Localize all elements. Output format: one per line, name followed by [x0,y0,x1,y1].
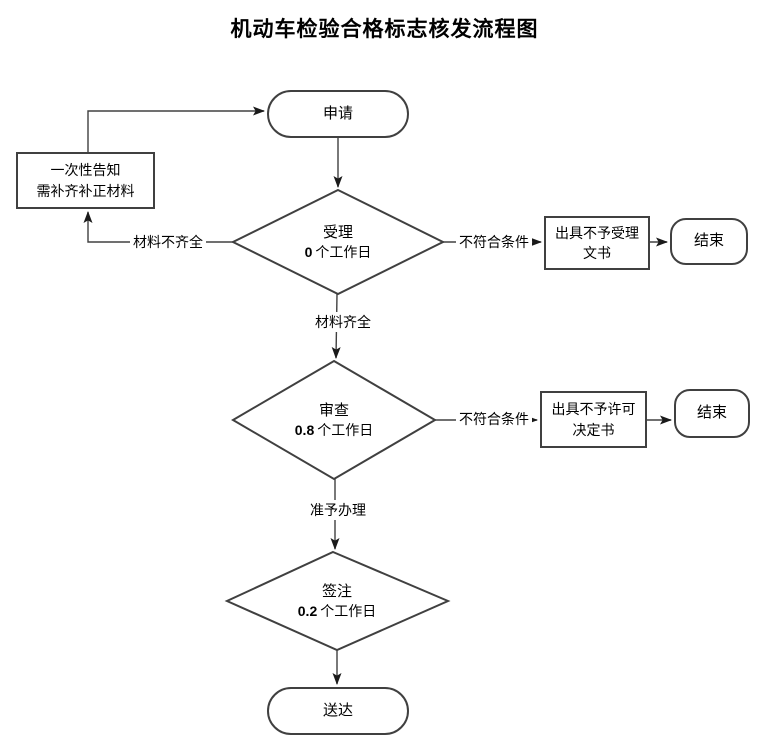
edge-label-materials-incomplete: 材料不齐全 [130,232,206,252]
edge-label-not-qualified-2: 不符合条件 [456,409,532,429]
end2-label: 结束 [696,404,727,422]
reject-permit-doc-node: 出具不予许可 决定书 [540,391,647,448]
deliver-node: 送达 [267,687,409,735]
edge-label-approved: 准予办理 [307,500,369,520]
notice-line1: 一次性告知 [50,162,121,179]
reject-permit-doc-line1: 出具不予许可 [551,401,636,418]
apply-node: 申请 [267,90,409,138]
end1-label: 结束 [693,232,724,250]
notice-node: 一次性告知 需补齐补正材料 [16,152,155,209]
page-title: 机动车检验合格标志核发流程图 [230,18,539,41]
end1-node: 结束 [670,218,748,265]
deliver-label: 送达 [322,701,353,719]
edge-notice-to-apply [87,106,265,152]
endorse-diamond-shape [224,550,451,652]
reject-accept-doc-line2: 文书 [583,245,611,261]
apply-label: 申请 [322,104,353,122]
notice-line2: 需补齐补正材料 [36,182,135,199]
end2-node: 结束 [674,389,750,438]
reject-accept-doc-node: 出具不予受理 文书 [544,216,650,270]
edge-label-not-qualified-1: 不符合条件 [456,232,532,252]
reject-accept-doc-line1: 出具不予受理 [555,224,639,241]
reject-permit-doc-line2: 决定书 [572,421,615,438]
accept-diamond-shape [230,188,446,296]
edge-label-materials-complete: 材料齐全 [312,312,374,332]
review-diamond-shape [231,359,437,481]
